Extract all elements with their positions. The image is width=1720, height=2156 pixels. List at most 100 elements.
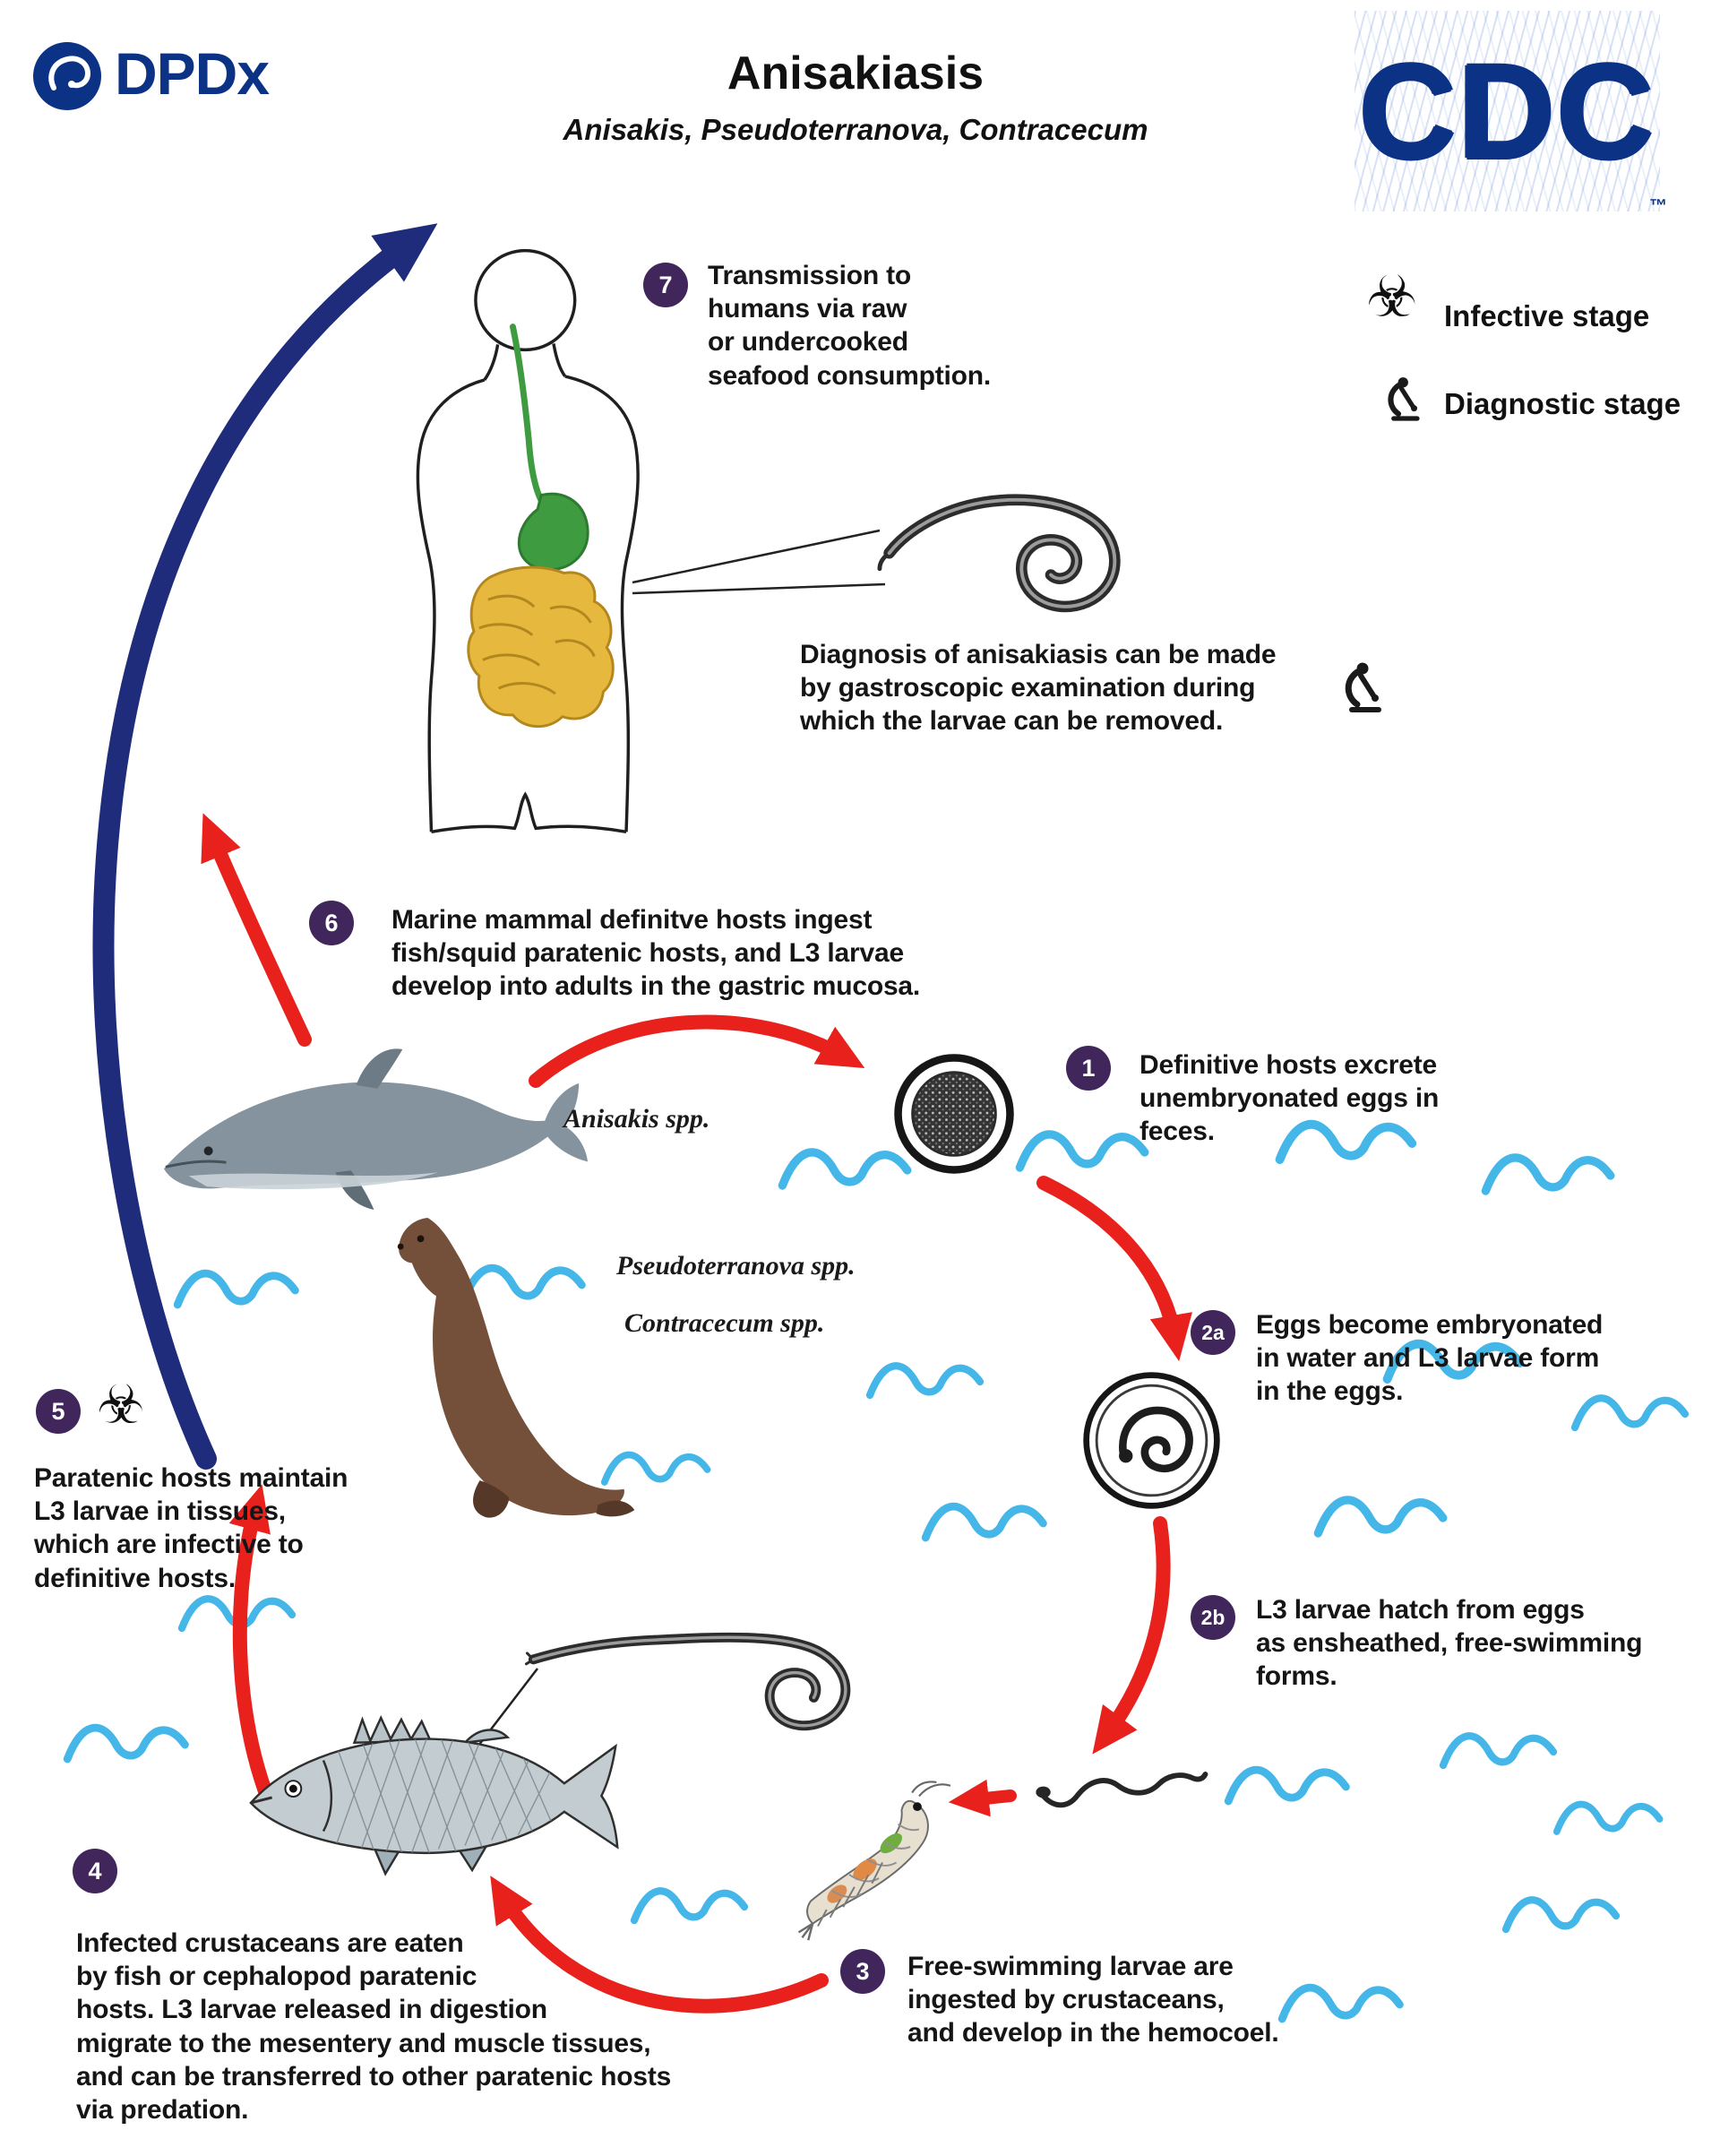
egg-embryonated-illustration bbox=[1083, 1372, 1220, 1509]
pointer-worm-to-stomach-upper bbox=[632, 529, 881, 584]
wave-icon bbox=[870, 1366, 980, 1395]
fish-gill bbox=[322, 1759, 333, 1833]
arrow-2a-to-2b bbox=[1092, 1516, 1171, 1755]
sea-lion-eye bbox=[417, 1235, 425, 1243]
pointer-worm-to-stomach-lower bbox=[632, 582, 886, 595]
wave-icon bbox=[1557, 1804, 1660, 1832]
step-badge-6: 6 bbox=[309, 901, 354, 945]
biohazard-icon: ☣ bbox=[1366, 264, 1418, 331]
gi-tract bbox=[467, 323, 615, 729]
arrow-4-to-5 bbox=[228, 1484, 276, 1808]
stomach bbox=[517, 492, 589, 572]
fish-illustration bbox=[249, 1715, 619, 1876]
egg-inner-membrane bbox=[1095, 1384, 1208, 1497]
crustacean-illustration bbox=[797, 1781, 951, 1941]
step-text-2a: Eggs become embryonated in water and L3 … bbox=[1256, 1310, 1604, 1407]
biohazard-icon-step5: ☣ bbox=[97, 1374, 145, 1436]
step-text-7: Transmission to humans via raw or underc… bbox=[708, 261, 992, 391]
fish-mouth bbox=[250, 1796, 272, 1805]
fish-dorsal-fin bbox=[352, 1715, 433, 1744]
dolphin-body bbox=[163, 1048, 589, 1210]
larva-coiled-medium-illustration bbox=[524, 1632, 851, 1731]
dolphin-illustration bbox=[163, 1048, 589, 1210]
step-text-3: Free-swimming larvae are ingested by cru… bbox=[907, 1952, 1279, 2048]
step-badge-2a: 2a bbox=[1191, 1310, 1235, 1355]
wave-icon bbox=[634, 1891, 744, 1920]
step-badge-5: 5 bbox=[36, 1389, 81, 1434]
step-badge-3: 3 bbox=[840, 1949, 885, 1994]
diagnosis-note: Diagnosis of anisakiasis can be made by … bbox=[800, 640, 1277, 737]
page-subtitle: Anisakis, Pseudoterranova, Contracecum bbox=[563, 113, 1148, 146]
arrow-larva-to-crustacean bbox=[948, 1779, 1017, 1817]
sea-lion-illustration bbox=[397, 1218, 635, 1518]
wave-icon bbox=[177, 1273, 295, 1305]
step-badge-2b: 2b bbox=[1191, 1595, 1235, 1640]
esophagus bbox=[510, 323, 545, 504]
arrow-to-human-navy bbox=[92, 223, 438, 1470]
larva-coiled-large-illustration bbox=[877, 494, 1121, 613]
egg-unembryonated-illustration bbox=[894, 1054, 1014, 1174]
diagnostic-stage-icon bbox=[1380, 375, 1430, 425]
arrow-5-to-6 bbox=[201, 813, 312, 1047]
worm-coil bbox=[877, 494, 1121, 613]
worm-coil bbox=[524, 1632, 851, 1731]
step-text-1: Definitive hosts excrete unembryonated e… bbox=[1140, 1050, 1440, 1147]
step-text-6: Marine mammal definitve hosts ingest fis… bbox=[391, 905, 921, 1002]
step-badge-1: 1 bbox=[1066, 1046, 1111, 1091]
wave-icon bbox=[1443, 1736, 1553, 1765]
egg-contents bbox=[911, 1071, 997, 1157]
crustacean-legs bbox=[817, 1862, 883, 1927]
coiled-larva bbox=[1119, 1406, 1193, 1473]
larva-body bbox=[1038, 1772, 1208, 1808]
species-label-pseudoterranova: Pseudoterranova spp. bbox=[616, 1251, 856, 1281]
wave-icon bbox=[67, 1728, 185, 1759]
dolphin-belly bbox=[188, 1172, 439, 1190]
sea-lion-nose bbox=[397, 1243, 404, 1250]
sea-lion-body bbox=[397, 1218, 635, 1518]
human-outline bbox=[416, 248, 640, 834]
wave-icon bbox=[925, 1506, 1043, 1538]
arrow-1-to-2a bbox=[1036, 1176, 1192, 1362]
wave-icon bbox=[1506, 1900, 1616, 1929]
human-figure-illustration bbox=[416, 248, 640, 834]
crustacean-gut-green bbox=[880, 1833, 903, 1854]
intestine-folds bbox=[478, 594, 596, 695]
step-badge-7: 7 bbox=[643, 263, 688, 307]
dpdx-logo-text: DPDx bbox=[115, 40, 270, 107]
larva-head bbox=[1119, 1449, 1133, 1463]
crustacean-eye bbox=[913, 1802, 922, 1812]
legend-infective-label: Infective stage bbox=[1444, 299, 1650, 332]
dolphin-eye bbox=[203, 1146, 213, 1156]
dolphin-dorsal-fin bbox=[356, 1048, 403, 1089]
wave-icon bbox=[782, 1152, 907, 1186]
arrow-3-to-4 bbox=[490, 1876, 829, 2014]
crustacean-antennae bbox=[911, 1781, 951, 1798]
page-title: Anisakiasis bbox=[727, 47, 985, 99]
wave-icon bbox=[1019, 1134, 1144, 1168]
wave-icon bbox=[1228, 1770, 1346, 1801]
legend-diagnostic-label: Diagnostic stage bbox=[1444, 387, 1681, 420]
crustacean-segment-orange bbox=[853, 1858, 877, 1881]
sea-lion-rear-flipper bbox=[596, 1500, 635, 1517]
diagnostic-stage-icon-note bbox=[1336, 660, 1393, 717]
step-text-2b: L3 larvae hatch from eggs as ensheathed,… bbox=[1256, 1595, 1643, 1692]
step-badge-4: 4 bbox=[73, 1849, 117, 1893]
intestines bbox=[467, 565, 615, 729]
cdc-logo-text: CDC bbox=[1359, 35, 1656, 186]
step-text-4: Infected crustaceans are eaten by fish o… bbox=[76, 1928, 672, 2125]
crustacean-segments bbox=[831, 1823, 920, 1898]
species-label-anisakis: Anisakis spp. bbox=[563, 1104, 710, 1134]
life-cycle-red-arrows bbox=[201, 813, 1192, 2014]
arrow-6-to-1 bbox=[529, 1014, 865, 1088]
wave-icon bbox=[1318, 1500, 1442, 1533]
step-text-5: Paratenic hosts maintain L3 larvae in ti… bbox=[34, 1463, 348, 1593]
free-swimming-larva-illustration bbox=[1036, 1772, 1208, 1808]
species-label-contracecum: Contracecum spp. bbox=[624, 1308, 825, 1338]
wave-icon bbox=[1282, 1988, 1399, 2019]
fish-body bbox=[249, 1738, 619, 1855]
wave-icon bbox=[1485, 1158, 1610, 1191]
cdc-logo: CDC ™ bbox=[1354, 11, 1667, 216]
cdc-trademark: ™ bbox=[1649, 196, 1667, 216]
dolphin-mouth bbox=[165, 1160, 227, 1169]
